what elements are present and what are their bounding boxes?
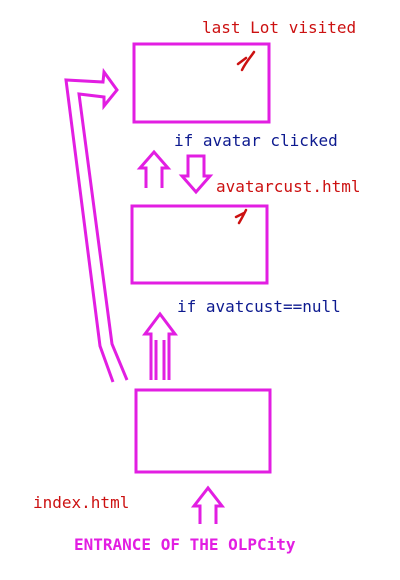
avatarcust-cursor-mark bbox=[234, 208, 248, 225]
up-arrow-to-avatarcust-inner bbox=[154, 340, 166, 380]
entrance-label: ENTRANCE OF THE OLPCity bbox=[74, 535, 296, 554]
avatarcust-label: avatarcust.html bbox=[216, 177, 361, 196]
if-avatcust-null-label: if avatcust==null bbox=[177, 297, 341, 316]
down-arrow-to-avatarcust bbox=[178, 154, 214, 195]
index-box bbox=[134, 388, 272, 474]
avatarcust-box bbox=[130, 204, 269, 285]
up-arrow-to-last-lot bbox=[136, 149, 172, 188]
last-lot-cursor-mark bbox=[236, 50, 256, 72]
last-lot-box bbox=[132, 42, 271, 124]
return-to-last-lot-arrow bbox=[64, 67, 129, 383]
entrance-up-arrow bbox=[190, 485, 226, 524]
if-avatar-clicked-label: if avatar clicked bbox=[174, 131, 338, 150]
last-lot-label: last Lot visited bbox=[202, 18, 356, 37]
up-arrow-to-avatarcust bbox=[142, 311, 178, 380]
index-label: index.html bbox=[33, 493, 129, 512]
